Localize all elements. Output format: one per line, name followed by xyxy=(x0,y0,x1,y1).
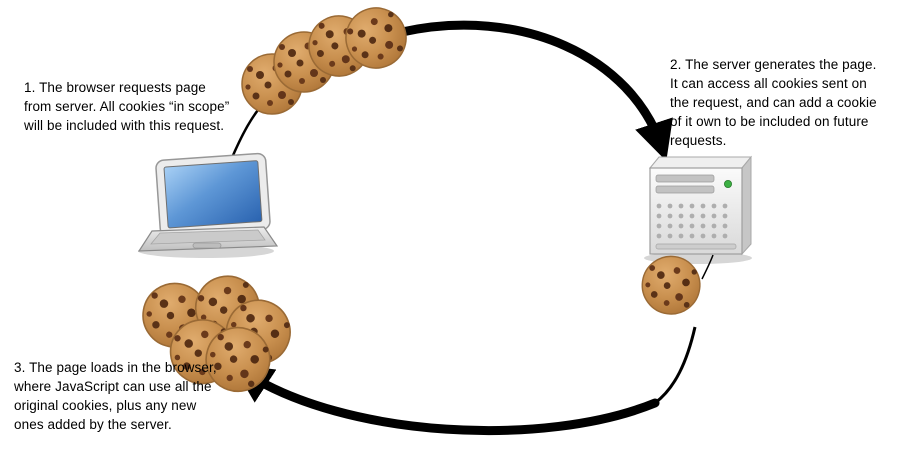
laptop-screen xyxy=(163,160,263,229)
step3-line: original cookies, plus any new xyxy=(14,398,197,413)
step1-line: 1. The browser requests page xyxy=(24,80,206,95)
server-tower-icon xyxy=(644,155,753,264)
server-vent xyxy=(655,185,715,194)
step3-line: 3. The page loads in the browser, xyxy=(14,360,217,375)
step2-line: the request, and can add a cookie xyxy=(670,95,877,110)
step2-line: 2. The server generates the page. xyxy=(670,57,877,72)
step3-line: where JavaScript can use all the xyxy=(14,379,212,394)
step3-annotation: 3. The page loads in the browser, where … xyxy=(14,358,242,434)
response-arrow-tail xyxy=(654,326,697,405)
server-top xyxy=(648,156,753,169)
laptop-keyboard xyxy=(150,229,266,245)
laptop-icon xyxy=(137,152,279,258)
server-drive-slot xyxy=(655,243,737,250)
server-speaker-holes xyxy=(656,203,728,239)
step2-annotation: 2. The server generates the page. It can… xyxy=(670,55,897,150)
server-to-cookie-connector xyxy=(701,254,714,280)
step1-annotation: 1. The browser requests page from server… xyxy=(24,78,254,135)
server-vent xyxy=(655,174,715,183)
laptop-trackpad xyxy=(192,242,222,249)
response-arrow xyxy=(232,364,660,435)
step1-line: from server. All cookies “in scope” xyxy=(24,99,230,114)
server-side xyxy=(741,155,752,256)
request-cookies xyxy=(241,0,416,115)
step3-line: ones added by the server. xyxy=(14,417,172,432)
step2-line: requests. xyxy=(670,133,727,148)
server-power-led xyxy=(724,179,733,188)
step2-line: It can access all cookies sent on xyxy=(670,76,867,91)
step2-line: of it own to be included on future xyxy=(670,114,869,129)
step1-line: will be included with this request. xyxy=(24,118,225,133)
request-arrow xyxy=(397,20,673,162)
